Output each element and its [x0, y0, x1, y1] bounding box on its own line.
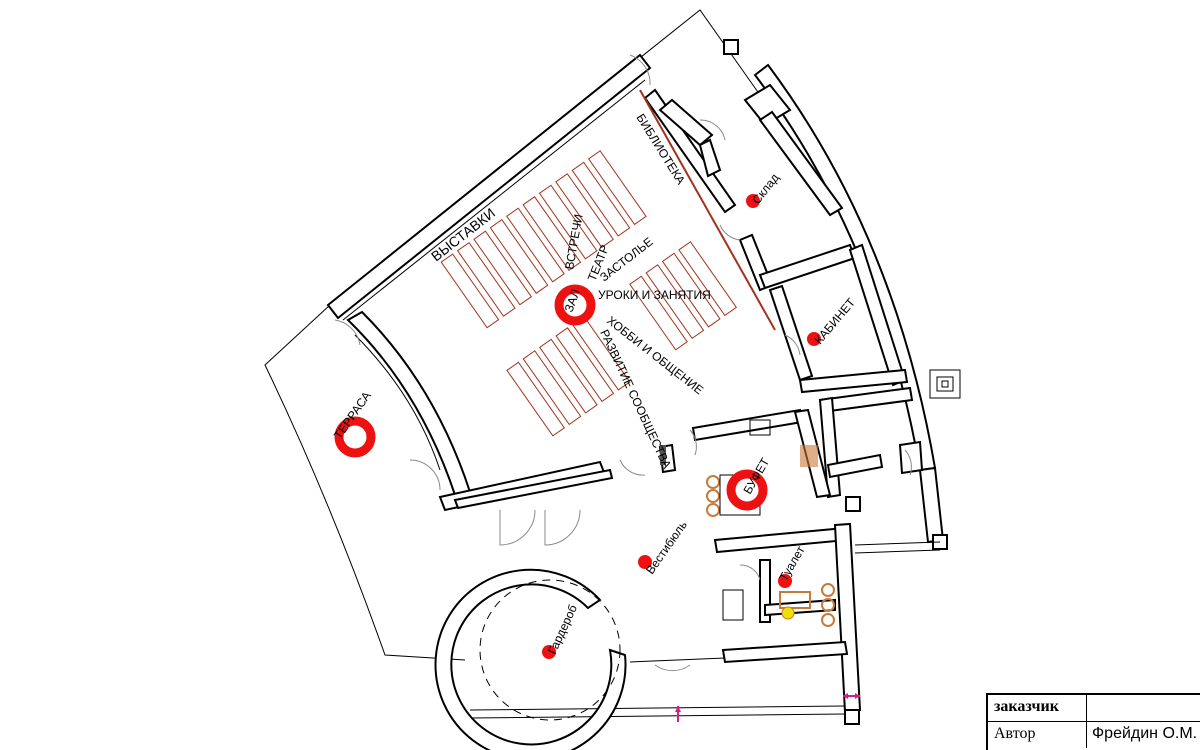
office-dot-marker	[807, 332, 821, 346]
room-markers	[334, 194, 821, 659]
toilet-dot-marker	[778, 574, 792, 588]
cloakroom-rotunda	[434, 568, 627, 750]
label-lessons: УРОКИ И ЗАНЯТИЯ	[598, 288, 711, 302]
label-cloakroom: Гардероб	[545, 602, 580, 656]
author-label: Автор	[994, 725, 1036, 742]
buffet-ring-marker	[726, 469, 768, 511]
vestibule-dot-marker	[638, 555, 652, 569]
furniture	[660, 419, 835, 627]
label-storage: Склад	[749, 171, 781, 207]
hall-ring-marker	[554, 284, 596, 326]
label-toilet: Туалет	[776, 543, 807, 583]
hall-walls	[326, 53, 677, 512]
title-block-author-row: Автор Фрейдин О.М.	[988, 722, 1200, 748]
lower-walls	[469, 522, 862, 725]
door-swings	[334, 54, 912, 672]
label-vestibule: Вестибюль	[643, 518, 690, 577]
title-block: заказчик Автор Фрейдин О.М.	[986, 693, 1200, 750]
terrace-outline	[264, 9, 761, 661]
east-rooms-walls	[643, 39, 961, 554]
storage-dot-marker	[746, 194, 760, 208]
dimension-markers	[675, 693, 860, 722]
title-block-client-row: заказчик	[988, 695, 1200, 722]
cloakroom-dot-marker	[542, 645, 556, 659]
hall-seating	[440, 89, 776, 437]
author-value: Фрейдин О.М.	[1092, 725, 1198, 742]
client-label: заказчик	[994, 698, 1059, 715]
terrace-ring-marker	[334, 416, 376, 458]
label-office: КАБИНЕТ	[812, 295, 859, 347]
